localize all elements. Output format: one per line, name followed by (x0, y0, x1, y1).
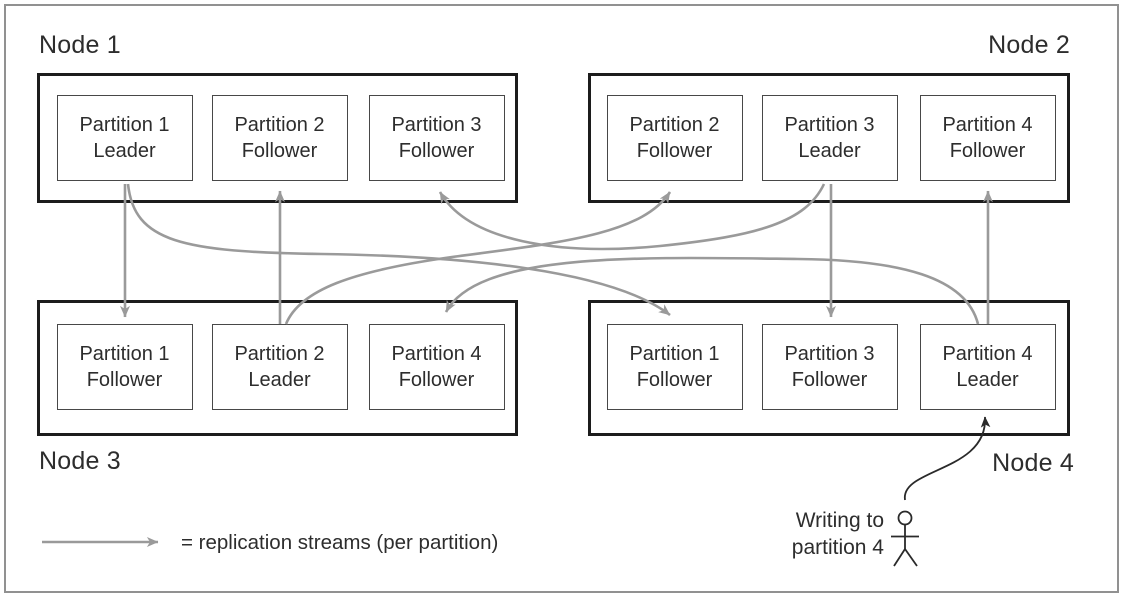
partition-name: Partition 4 (942, 342, 1033, 365)
node-3-label: Node 3 (39, 447, 121, 475)
partition-role: Follower (791, 368, 868, 391)
partition-role: Follower (241, 139, 318, 162)
node-4-partition-1-box: Partition 1 Follower (606, 323, 743, 410)
partition-role: Follower (398, 139, 475, 162)
node-2-label: Node 2 (988, 31, 1070, 59)
node-4-label: Node 4 (992, 449, 1074, 477)
partition-name: Partition 2 (234, 342, 325, 365)
node-2-partition-2-box: Partition 2 Follower (606, 94, 743, 181)
writer-annotation: Writing to partition 4 (792, 507, 884, 561)
partition-name: Partition 2 (234, 113, 325, 136)
node-4-box: Partition 1 Follower Partition 3 Followe… (588, 300, 1070, 436)
partition-name: Partition 3 (784, 113, 875, 136)
partition-name: Partition 2 (629, 113, 720, 136)
node-1-partition-1-box: Partition 1 Leader (56, 94, 193, 181)
partition-role: Follower (636, 139, 713, 162)
partition-role: Follower (636, 368, 713, 391)
node-3-box: Partition 1 Follower Partition 2 Leader … (37, 300, 518, 436)
partition-role: Leader (798, 139, 861, 162)
writer-annotation-line2: partition 4 (791, 536, 884, 559)
node-4-partition-4-box: Partition 4 Leader (919, 323, 1056, 410)
diagram-frame (4, 4, 1119, 593)
partition-name: Partition 4 (391, 342, 482, 365)
node-2-partition-4-box: Partition 4 Follower (919, 94, 1056, 181)
writer-annotation-line1: Writing to (795, 509, 884, 532)
node-4-partition-3-box: Partition 3 Follower (761, 323, 898, 410)
node-1-partition-3-box: Partition 3 Follower (368, 94, 505, 181)
partition-name: Partition 3 (391, 113, 482, 136)
node-1-label: Node 1 (39, 31, 121, 59)
partition-role: Leader (248, 368, 311, 391)
node-2-box: Partition 2 Follower Partition 3 Leader … (588, 73, 1070, 203)
node-3-partition-4-box: Partition 4 Follower (368, 323, 505, 410)
node-3-partition-1-box: Partition 1 Follower (56, 323, 193, 410)
node-3-partition-2-box: Partition 2 Leader (211, 323, 348, 410)
node-1-box: Partition 1 Leader Partition 2 Follower … (37, 73, 518, 203)
partition-name: Partition 1 (79, 113, 170, 136)
partition-name: Partition 1 (629, 342, 720, 365)
partition-role: Leader (93, 139, 156, 162)
partition-role: Follower (949, 139, 1026, 162)
partition-role: Follower (398, 368, 475, 391)
partition-name: Partition 4 (942, 113, 1033, 136)
partition-name: Partition 3 (784, 342, 875, 365)
partition-name: Partition 1 (79, 342, 170, 365)
node-1-partition-2-box: Partition 2 Follower (211, 94, 348, 181)
partition-role: Leader (956, 368, 1019, 391)
partition-role: Follower (86, 368, 163, 391)
node-2-partition-3-box: Partition 3 Leader (761, 94, 898, 181)
legend-label: = replication streams (per partition) (181, 531, 499, 554)
